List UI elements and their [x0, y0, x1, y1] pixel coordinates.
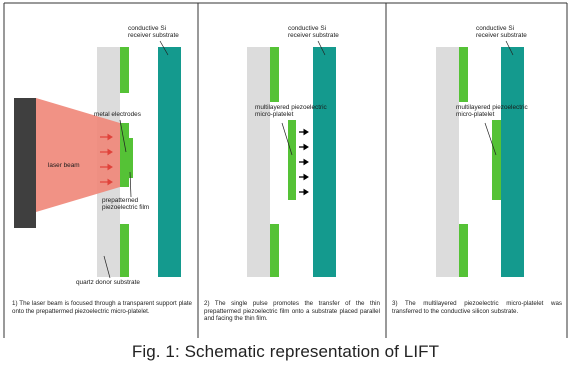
receiver-label-2: conductive Si receiver substrate [288, 25, 339, 40]
leader-receiver-2 [317, 40, 326, 56]
receiver-substrate-2 [313, 47, 336, 277]
quartz-donor-substrate-3 [436, 47, 459, 277]
receiver-substrate [158, 47, 181, 277]
film-label: prepatterned piezoelectric film [102, 197, 150, 212]
platelet-label-2: multilayered piezoelectric micro-platele… [255, 104, 327, 119]
electrode-top-3 [459, 47, 468, 102]
receiver-substrate-3 [501, 47, 524, 277]
electrode-bottom-2 [270, 224, 279, 277]
electrode-bottom-3 [459, 224, 468, 277]
laser-source [14, 98, 36, 228]
quartz-donor-substrate-2 [247, 47, 270, 277]
electrode-bottom [120, 224, 129, 277]
leader-film [129, 171, 132, 198]
leader-receiver-3 [505, 40, 514, 56]
leader-platelet-3 [484, 122, 497, 156]
transfer-arrows [299, 128, 309, 196]
caption-1: 1) The laser beam is focused through a t… [12, 300, 192, 315]
caption-2: 2) The single pulse promotes the transfe… [204, 300, 380, 323]
laser-label: laser beam [48, 162, 80, 169]
leader-quartz [103, 255, 111, 279]
receiver-label-1: conductive Si receiver substrate [128, 25, 179, 40]
leader-receiver-1 [159, 40, 169, 56]
electrode-middle [120, 123, 129, 187]
leader-electrodes [119, 119, 127, 153]
laser-beam [36, 98, 120, 212]
platelet-label-3: multilayered piezoelectric micro-platele… [456, 104, 528, 119]
figure-title: Fig. 1: Schematic representation of LIFT [131, 342, 440, 361]
laser-arrows [100, 133, 113, 186]
leader-platelet-2 [281, 122, 293, 156]
electrode-top [120, 47, 129, 93]
piezo-film [129, 138, 133, 178]
caption-3: 3) The multilayered piezoelectric micro-… [392, 300, 562, 315]
receiver-label-3: conductive Si receiver substrate [476, 25, 527, 40]
electrode-top-2 [270, 47, 279, 102]
transferring-platelet [288, 120, 296, 200]
electrodes-label: metal electrodes [94, 111, 141, 118]
transferred-platelet [492, 120, 501, 200]
quartz-label: quartz donor substrate [76, 279, 140, 286]
